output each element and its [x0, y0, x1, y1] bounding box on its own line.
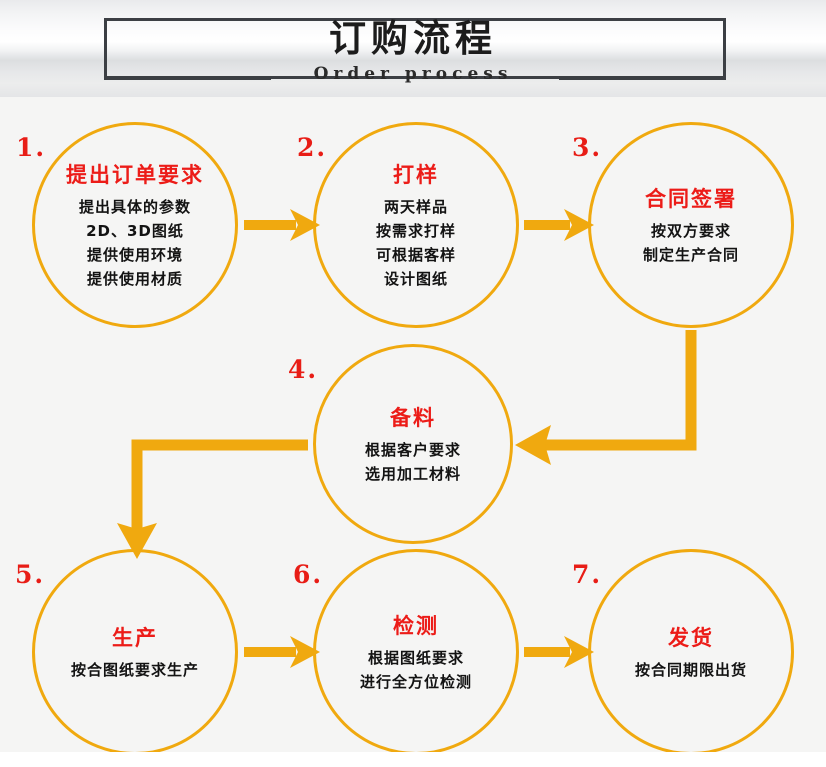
step-number-2: 2.: [297, 133, 328, 162]
flow-node-body-line: 提供使用环境: [86, 246, 183, 264]
flow-node-2[interactable]: 打样 两天样品按需求打样可根据客样设计图纸: [313, 122, 519, 328]
flow-node-title: 备料: [390, 406, 436, 430]
flow-node-body-line: 按需求打样: [375, 222, 456, 240]
flow-node-body-line: 进行全方位检测: [359, 673, 472, 691]
step-number-4: 4.: [288, 355, 319, 384]
flow-node-body-line: 提出具体的参数: [78, 198, 191, 216]
flow-node-title: 打样: [393, 163, 439, 187]
step-number-6: 6.: [293, 560, 324, 589]
flow-node-body-line: 可根据客样: [375, 246, 456, 264]
step-number-3: 3.: [572, 133, 603, 162]
connector-5-to-6: [244, 636, 320, 668]
flow-node-title: 合同签署: [645, 187, 737, 211]
flow-node-6[interactable]: 检测 根据图纸要求进行全方位检测: [313, 549, 519, 755]
flow-node-title: 检测: [393, 614, 439, 638]
connector-6-to-7: [524, 636, 594, 668]
flow-node-title: 提出订单要求: [66, 163, 204, 187]
flow-node-7[interactable]: 发货 按合同期限出货: [588, 549, 794, 755]
page-title: 订购流程: [329, 17, 497, 60]
flow-node-body-line: 两天样品: [383, 198, 448, 216]
flow-node-title: 发货: [668, 626, 714, 650]
step-number-5: 5.: [15, 560, 46, 589]
connector-3-to-4: [515, 330, 697, 465]
flow-node-body-line: 按双方要求: [650, 222, 731, 240]
header-frame-bottom-left-stub: [104, 77, 271, 80]
flow-node-body: 按合同期限出货: [635, 658, 747, 682]
flow-node-body: 两天样品按需求打样可根据客样设计图纸: [376, 195, 456, 291]
flow-node-body-line: 根据客户要求: [364, 441, 461, 459]
flow-node-body: 按双方要求制定生产合同: [643, 219, 739, 267]
connector-2-to-3: [524, 209, 594, 241]
flowchart-canvas: 1. 2. 3. 4. 5. 6. 7. 提出订单要求 提出具体的参数 2D、3D…: [0, 97, 826, 755]
step-number-1: 1.: [16, 133, 47, 162]
flow-node-3[interactable]: 合同签署 按双方要求制定生产合同: [588, 122, 794, 328]
header-band: 订购流程 Order process: [0, 0, 826, 97]
flow-node-title: 生产: [112, 626, 158, 650]
flow-node-body-line: 设计图纸: [383, 270, 448, 288]
page-subtitle: Order process: [313, 64, 513, 84]
flow-node-body: 根据客户要求选用加工材料: [365, 438, 461, 486]
step-number-7: 7.: [572, 560, 603, 589]
flow-node-body-line: 选用加工材料: [364, 465, 461, 483]
flow-node-body-line: 制定生产合同: [642, 246, 739, 264]
connector-1-to-2: [244, 209, 320, 241]
flow-node-5[interactable]: 生产 按合图纸要求生产: [32, 549, 238, 755]
flow-node-1[interactable]: 提出订单要求 提出具体的参数 2D、3D图纸提供使用环境提供使用材质: [32, 122, 238, 328]
flow-node-body-line: 2D、3D图纸: [86, 222, 184, 240]
flow-node-body-line: 根据图纸要求: [367, 649, 464, 667]
footer-spacer: [0, 752, 826, 767]
flow-node-body: 按合图纸要求生产: [71, 658, 199, 682]
connector-4-to-5: [117, 439, 308, 559]
header-frame: [104, 18, 726, 79]
flow-node-body-line: 按合图纸要求生产: [70, 661, 199, 679]
flow-node-body-line: 提供使用材质: [86, 270, 183, 288]
flow-node-4[interactable]: 备料 根据客户要求选用加工材料: [313, 344, 513, 544]
flow-node-body: 根据图纸要求进行全方位检测: [360, 646, 472, 694]
flow-node-body-line: 按合同期限出货: [634, 661, 747, 679]
header-frame-bottom-right-stub: [559, 77, 726, 80]
flow-node-body: 提出具体的参数 2D、3D图纸提供使用环境提供使用材质: [79, 195, 191, 291]
